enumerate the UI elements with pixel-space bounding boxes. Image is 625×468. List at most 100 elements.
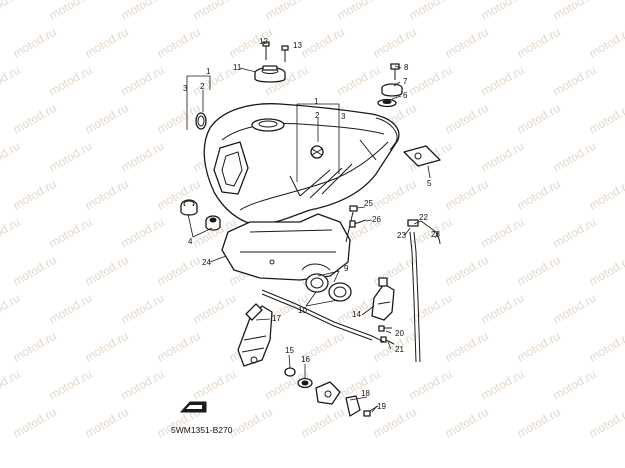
callout-11: 11 bbox=[233, 63, 242, 72]
watermark-text: motod.ru bbox=[83, 101, 131, 137]
watermark-text: motod.ru bbox=[587, 329, 625, 365]
mount-screw-26 bbox=[349, 219, 367, 228]
watermark-text: motod.ru bbox=[443, 101, 491, 137]
callout-15: 15 bbox=[285, 346, 294, 355]
callout-23: 23 bbox=[397, 231, 406, 240]
watermark-text: motod.ru bbox=[479, 63, 527, 99]
watermark-text: motod.ru bbox=[479, 0, 527, 23]
callout-18: 18 bbox=[361, 389, 370, 398]
washer-16 bbox=[297, 377, 313, 389]
watermark-text: motod.ru bbox=[11, 405, 59, 441]
watermark-text: motod.ru bbox=[47, 215, 95, 251]
watermark-text: motod.ru bbox=[479, 291, 527, 327]
washer-15 bbox=[284, 367, 296, 377]
fuel-cock-screws bbox=[378, 325, 395, 345]
watermark-text: motod.ru bbox=[551, 139, 599, 175]
fuel-cap bbox=[254, 65, 286, 83]
watermark-text: motod.ru bbox=[227, 405, 275, 441]
callout-21: 21 bbox=[395, 345, 404, 354]
watermark-text: motod.ru bbox=[515, 405, 563, 441]
watermark-text: motod.ru bbox=[371, 253, 419, 289]
callout-26: 26 bbox=[372, 215, 381, 224]
overflow-hose bbox=[261, 289, 385, 343]
watermark-text: motod.ru bbox=[47, 291, 95, 327]
watermark-text: motod.ru bbox=[155, 25, 203, 61]
watermark-text: motod.ru bbox=[335, 0, 383, 23]
watermark-text: motod.ru bbox=[155, 253, 203, 289]
watermark-text: motod.ru bbox=[551, 215, 599, 251]
watermark-text: motod.ru bbox=[371, 177, 419, 213]
diagram-code: 5WM1351-B270 bbox=[171, 425, 233, 435]
watermark-text: motod.ru bbox=[551, 291, 599, 327]
callout-3: 3 bbox=[183, 84, 188, 93]
watermark-text: motod.ru bbox=[443, 329, 491, 365]
watermark-text: motod.ru bbox=[119, 0, 167, 23]
lever-nut bbox=[345, 395, 361, 417]
watermark-text: motod.ru bbox=[119, 367, 167, 403]
watermark-text: motod.ru bbox=[515, 177, 563, 213]
watermark-text: motod.ru bbox=[0, 367, 23, 403]
watermark-text: motod.ru bbox=[0, 63, 23, 99]
fuel-pump bbox=[237, 303, 273, 367]
watermark-text: motod.ru bbox=[515, 253, 563, 289]
watermark-text: motod.ru bbox=[11, 101, 59, 137]
watermark-text: motod.ru bbox=[551, 367, 599, 403]
watermark-text: motod.ru bbox=[119, 139, 167, 175]
watermark-text: motod.ru bbox=[443, 177, 491, 213]
watermark-text: motod.ru bbox=[299, 405, 347, 441]
watermark-text: motod.ru bbox=[515, 25, 563, 61]
watermark-text: motod.ru bbox=[551, 63, 599, 99]
watermark-text: motod.ru bbox=[587, 405, 625, 441]
callout-4: 4 bbox=[188, 237, 193, 246]
watermark-text: motod.ru bbox=[0, 0, 23, 23]
watermark-text: motod.ru bbox=[47, 63, 95, 99]
callout-8: 8 bbox=[404, 63, 409, 72]
callout-25: 25 bbox=[364, 199, 373, 208]
fuel-hose bbox=[407, 219, 441, 363]
watermark-text: motod.ru bbox=[0, 215, 23, 251]
watermark-text: motod.ru bbox=[407, 63, 455, 99]
callout-12: 12 bbox=[259, 37, 268, 46]
watermark-text: motod.ru bbox=[443, 405, 491, 441]
callout-labels: 1 2 3 1 2 3 4 5 6 7 8 9 10 11 12 13 14 1… bbox=[183, 37, 440, 411]
callout-3b: 3 bbox=[341, 112, 346, 121]
rear-damper bbox=[377, 98, 397, 108]
watermark-text: motod.ru bbox=[11, 25, 59, 61]
watermark-text: motod.ru bbox=[11, 253, 59, 289]
sender-gasket bbox=[301, 263, 352, 302]
callout-14: 14 bbox=[352, 310, 361, 319]
callout-19: 19 bbox=[377, 402, 386, 411]
callout-1b: 1 bbox=[314, 97, 319, 106]
watermark-text: motod.ru bbox=[371, 25, 419, 61]
watermark-text: motod.ru bbox=[83, 405, 131, 441]
watermark-text: motod.ru bbox=[47, 0, 95, 23]
watermark-text: motod.ru bbox=[191, 63, 239, 99]
fuel-cock bbox=[371, 277, 395, 321]
rear-collar bbox=[381, 83, 403, 97]
callout-23b: 23 bbox=[431, 230, 440, 239]
watermark-text: motod.ru bbox=[119, 215, 167, 251]
watermark-text: motod.ru bbox=[299, 25, 347, 61]
damper-grommet bbox=[180, 199, 221, 231]
watermark-text: motod.ru bbox=[443, 253, 491, 289]
callout-2: 2 bbox=[200, 82, 205, 91]
callout-6: 6 bbox=[403, 91, 408, 100]
callout-17: 17 bbox=[272, 314, 281, 323]
filler-gasket bbox=[195, 112, 207, 130]
watermark-text: motod.ru bbox=[587, 25, 625, 61]
leader-lines bbox=[186, 46, 439, 413]
watermark-text: motod.ru bbox=[11, 329, 59, 365]
rear-bracket bbox=[403, 145, 441, 167]
watermark-text: motod.ru bbox=[83, 25, 131, 61]
watermark-text: motod.ru bbox=[155, 101, 203, 137]
watermark-text: motod.ru bbox=[11, 177, 59, 213]
callout-20: 20 bbox=[395, 329, 404, 338]
tank-bottom-cover bbox=[221, 213, 351, 281]
watermark-text: motod.ru bbox=[479, 215, 527, 251]
watermark-text: motod.ru bbox=[479, 139, 527, 175]
callout-22: 22 bbox=[419, 213, 428, 222]
watermark-text: motod.ru bbox=[191, 367, 239, 403]
watermark-text: motod.ru bbox=[335, 63, 383, 99]
callout-13: 13 bbox=[293, 41, 302, 50]
fwd-arrow-icon bbox=[179, 401, 207, 413]
